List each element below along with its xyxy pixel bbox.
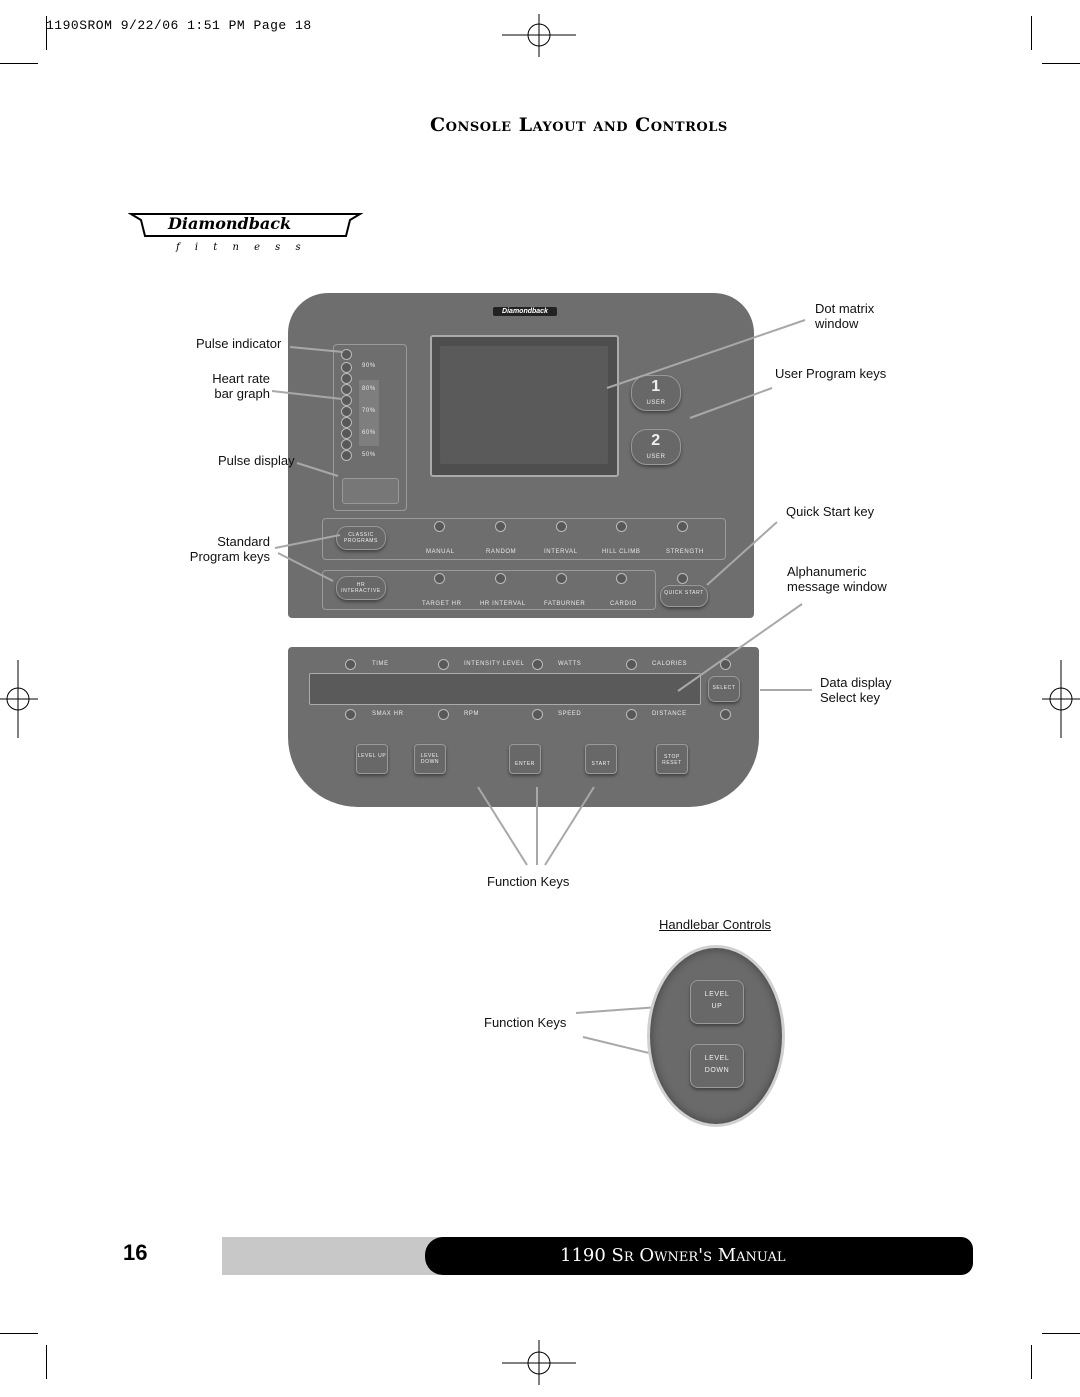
display-watts: WATTS [558,661,582,667]
handlebar-controls-title: Handlebar Controls [659,917,772,932]
quick-start-button[interactable]: QUICK START [660,585,708,607]
program-fatburner[interactable]: FATBURNER [544,601,586,607]
hr-50: 50% [362,452,376,458]
start-button[interactable]: START [585,744,617,774]
classic-programs-button[interactable]: CLASSIC PROGRAMS [336,526,386,550]
print-header: 1190SROM 9/22/06 1:51 PM Page 18 [46,18,312,33]
display-rpm: RPM [464,711,480,717]
program-hill-climb[interactable]: HILL CLIMB [602,549,641,555]
handlebar-control-pad: LEVEL UP LEVEL DOWN [647,945,785,1127]
callout-pulse-indicator: Pulse indicator [196,336,282,351]
logo-subtitle: f i t n e s s [176,242,307,253]
logo-wordmark: Diamondback [168,214,292,233]
program-target-hr[interactable]: TARGET HR [422,601,462,607]
display-distance: DISTANCE [652,711,687,717]
program-hr-interval[interactable]: HR INTERVAL [480,601,526,607]
display-speed: SPEED [558,711,582,717]
display-calories: CALORIES [652,661,688,667]
callout-pulse-display: Pulse display [218,453,295,468]
program-cardio[interactable]: CARDIO [610,601,637,607]
level-up-button[interactable]: LEVEL UP [356,744,388,774]
hr-60: 60% [362,430,376,436]
diamondback-logo: Diamondback f i t n e s s [128,212,363,260]
manual-title: 1190 Sr Owner's Manual [560,1245,786,1266]
user-1-button[interactable]: 1 USER [631,375,681,411]
quick-start-indicator [677,573,688,584]
pulse-indicator-icon [341,349,352,360]
handlebar-level-down-button[interactable]: LEVEL DOWN [690,1044,744,1088]
callout-function-keys: Function Keys [487,874,570,889]
level-down-button[interactable]: LEVEL DOWN [414,744,446,774]
alphanumeric-message-window [309,673,701,705]
display-time: TIME [372,661,389,667]
pulse-display [342,478,399,504]
hr-70: 70% [362,408,376,414]
console-top-panel: Diamondback 90% 80% 70% 60% 50% 1 USER 2… [288,293,754,618]
select-button[interactable]: SELECT [708,676,740,702]
dot-matrix-window [430,335,619,477]
handlebar-level-up-button[interactable]: LEVEL UP [690,980,744,1024]
hr-program-row [322,570,656,610]
user-2-button[interactable]: 2 USER [631,429,681,465]
callout-handlebar-function-keys: Function Keys [484,1015,567,1030]
stop-reset-button[interactable]: STOP RESET [656,744,688,774]
program-random[interactable]: RANDOM [486,549,517,555]
display-intensity: INTENSITY LEVEL [464,661,525,667]
program-interval[interactable]: INTERVAL [544,549,578,555]
enter-button[interactable]: ENTER [509,744,541,774]
heart-rate-panel [333,344,407,511]
console-brand-badge: Diamondback [493,307,557,316]
program-strength[interactable]: STRENGTH [666,549,704,555]
hr-90: 90% [362,363,376,369]
callout-quick-start: Quick Start key [786,504,875,519]
hr-80: 80% [362,386,376,392]
page-number: 16 [123,1240,148,1265]
section-title: Console Layout and Controls [430,114,728,136]
console-bottom-panel: TIME INTENSITY LEVEL WATTS CALORIES SELE… [288,647,759,807]
display-smax-hr: SMAX HR [372,711,404,717]
callout-user-program: User Program keys [775,366,887,381]
footer-title-bar [425,1237,973,1275]
program-manual[interactable]: MANUAL [426,549,455,555]
hr-interactive-button[interactable]: HR INTERACTIVE [336,576,386,600]
